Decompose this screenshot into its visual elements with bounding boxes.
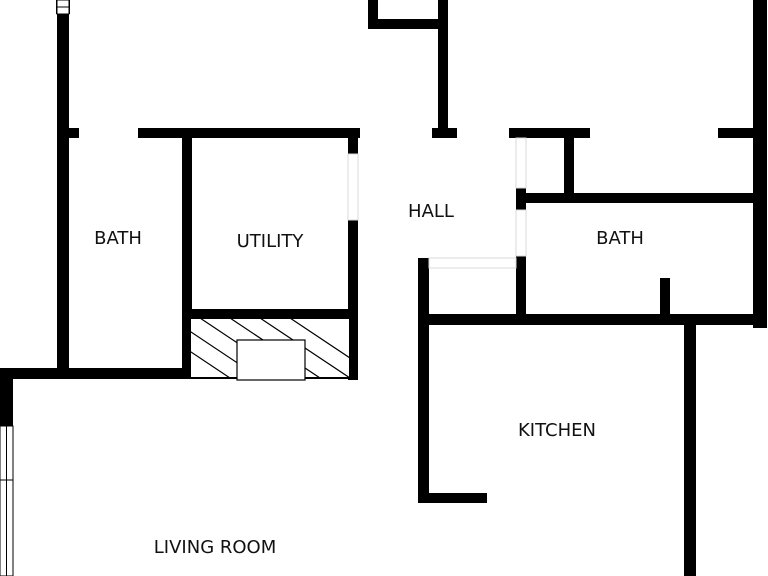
wall-bath-utility-divider [182,134,192,378]
wall-kitchen-top [418,314,767,325]
wall-top-center [438,0,448,136]
windows [0,0,70,576]
wall-bath-right-mid-stub [516,188,526,210]
room-label-hall: HALL [408,201,454,222]
wall-bath-left-top-a [69,128,79,138]
wall-utility-bottom [182,309,358,319]
room-label-living-room: LIVING ROOM [154,537,276,558]
room-label-kitchen: KITCHEN [518,420,596,441]
wall-bath-right-top-right [718,128,758,138]
wall-living-top [0,368,192,379]
room-labels: BATH UTILITY HALL BATH KITCHEN LIVING RO… [94,201,644,558]
wall-bath-right-lower-left [516,256,526,318]
wall-bath-right-mid [516,193,758,203]
wall-utility-right-lower [348,220,358,380]
hall-bottom-opening [428,257,517,269]
bath-right-door-opening [515,209,527,257]
room-label-bath-left: BATH [94,228,142,249]
room-label-utility: UTILITY [237,231,305,252]
fireplace-firebox [236,339,306,381]
wall-left-bath-outer [57,14,69,376]
utility-door-opening [347,153,359,221]
wall-utility-right-upper [348,134,358,154]
wall-top-center-cap [432,128,457,138]
wall-bath-left-top-b [138,128,360,138]
wall-living-left [0,368,13,426]
wall-top-jog-left [368,0,378,28]
wall-bath-right-stub [564,134,574,196]
wall-top-jog [368,19,446,29]
wall-kitchen-right [684,318,696,576]
room-label-bath-right: BATH [596,228,644,249]
openings [347,137,527,269]
wall-kitchen-left [418,258,429,502]
wall-kitchen-bottom-stub [418,493,487,503]
wall-bath-right-top [509,128,590,138]
fireplace [189,317,351,381]
hall-right-opening [515,137,527,189]
wall-right-outer [753,0,767,328]
wall-bath-right-inner-stub [660,278,670,318]
